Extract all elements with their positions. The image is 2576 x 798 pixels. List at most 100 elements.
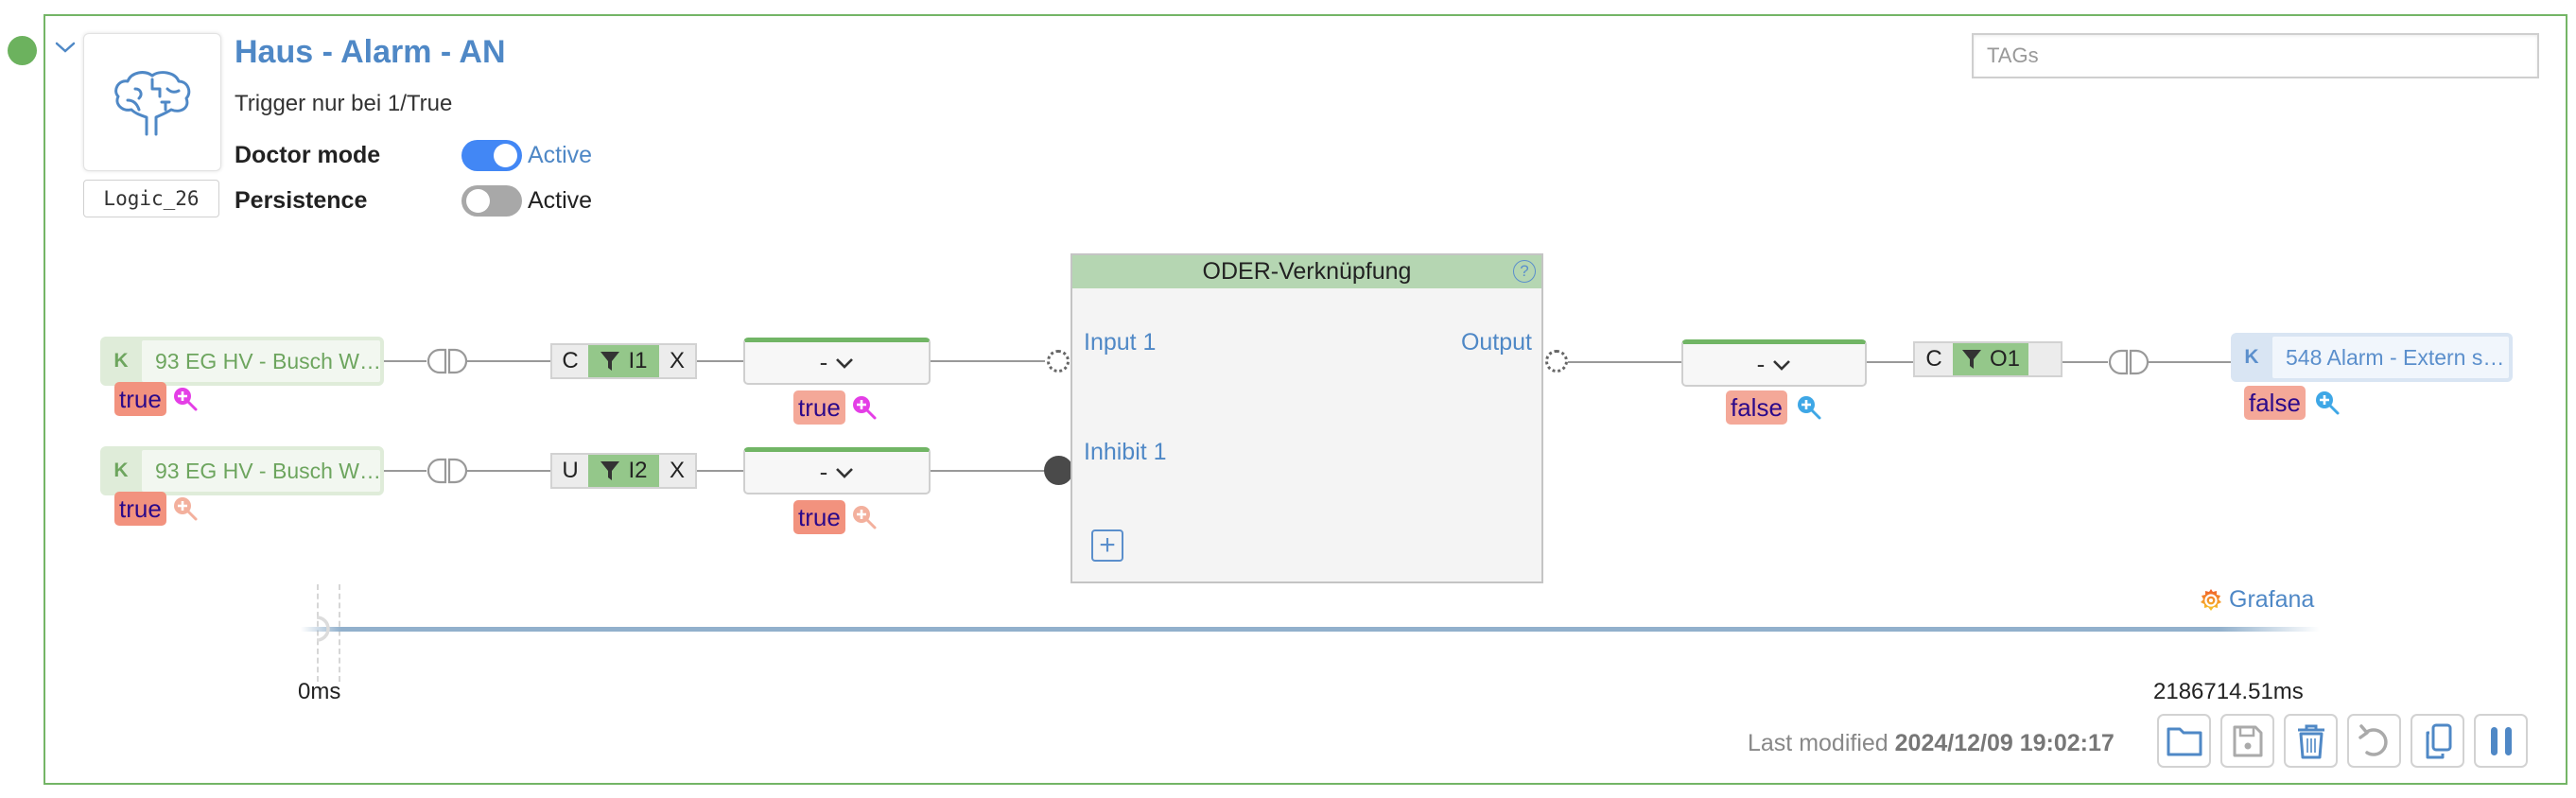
filter-icon: [600, 461, 620, 480]
timeline-track[interactable]: [301, 627, 2320, 632]
wire: [2063, 361, 2108, 363]
doctor-mode-state: Active: [528, 142, 593, 168]
status-indicator: [8, 36, 37, 65]
collapse-toggle[interactable]: [53, 38, 78, 57]
zoom-in-icon[interactable]: [2314, 390, 2341, 416]
output-transform-dropdown[interactable]: -: [1681, 339, 1867, 387]
remove-input-button[interactable]: X: [669, 458, 685, 483]
wire: [697, 470, 743, 472]
input-modifier-1: C I1 X: [550, 343, 697, 379]
persistence-toggle[interactable]: [461, 185, 522, 217]
remove-input-button[interactable]: X: [669, 348, 685, 373]
pause-button[interactable]: [2474, 714, 2528, 768]
empty-slot: [2028, 343, 2061, 375]
logic-title[interactable]: Haus - Alarm - AN: [235, 34, 506, 70]
wire: [931, 470, 1045, 472]
wire: [2149, 361, 2231, 363]
wire: [1866, 361, 1913, 363]
persistence-label: Persistence: [235, 187, 368, 214]
input-port-label: Input 1: [1084, 329, 1157, 356]
wire: [697, 360, 743, 362]
duplicate-button[interactable]: [2411, 714, 2464, 768]
timeline-start-label: 0ms: [298, 679, 341, 704]
filter-icon: [1961, 350, 1981, 369]
filter-label: O1: [1989, 346, 2020, 372]
input-value-badge: true: [114, 492, 166, 526]
filter-button[interactable]: O1: [1953, 343, 2028, 375]
delete-button[interactable]: [2284, 714, 2338, 768]
doctor-mode-toggle[interactable]: [461, 140, 522, 171]
wire: [384, 470, 426, 472]
modifier-button[interactable]: C: [1925, 346, 1942, 372]
node-kind-label: K: [113, 460, 129, 481]
modifier-button[interactable]: U: [562, 458, 579, 483]
output-transform-value-badge: false: [1726, 390, 1787, 425]
coupler-icon[interactable]: [2108, 349, 2150, 375]
transform-value: -: [819, 458, 828, 486]
node-name: 93 EG HV - Busch W…: [142, 450, 380, 492]
timeline-handle[interactable]: [307, 615, 336, 643]
undo-button[interactable]: [2347, 714, 2401, 768]
save-button[interactable]: [2220, 714, 2274, 768]
logic-card-frame: [44, 14, 2567, 785]
filter-icon: [600, 352, 620, 371]
tags-input[interactable]: [1972, 33, 2539, 78]
input-node-1[interactable]: K 93 EG HV - Busch W…: [100, 337, 384, 386]
last-modified: Last modified 2024/12/09 19:02:17: [1748, 730, 2115, 757]
undo-icon: [2358, 723, 2388, 756]
toggle-knob: [466, 189, 490, 213]
wire: [466, 470, 550, 472]
logic-icon-box[interactable]: [83, 33, 221, 171]
wire: [931, 360, 1045, 362]
open-button[interactable]: [2157, 714, 2211, 768]
wire: [466, 360, 550, 362]
transform-value-badge: true: [793, 390, 845, 425]
grafana-link[interactable]: Grafana: [2199, 586, 2314, 614]
output-port[interactable]: [1545, 350, 1568, 373]
filter-label: I2: [628, 458, 648, 483]
block-header: ODER-Verknüpfung ?: [1072, 255, 1541, 288]
output-value-badge: false: [2244, 386, 2306, 420]
chevron-down-icon: [836, 467, 854, 478]
node-kind-label: K: [113, 350, 129, 372]
transform-value: -: [1756, 350, 1766, 378]
filter-button[interactable]: I1: [588, 345, 659, 377]
wire: [1568, 361, 1681, 363]
input-modifier-2: U I2 X: [550, 453, 697, 489]
logic-id-label: Logic_26: [83, 180, 219, 217]
coupler-icon[interactable]: [426, 348, 468, 374]
block-title: ODER-Verknüpfung: [1202, 258, 1412, 285]
copy-icon: [2426, 723, 2451, 758]
chevron-down-icon: [836, 357, 854, 369]
zoom-in-icon[interactable]: [172, 386, 199, 412]
transform-dropdown[interactable]: -: [743, 447, 931, 494]
last-modified-value: 2024/12/09 19:02:17: [1894, 730, 2115, 756]
input-value-badge: true: [114, 382, 166, 416]
zoom-in-icon[interactable]: [851, 394, 878, 421]
persistence-state: Active: [528, 187, 593, 214]
help-icon[interactable]: ?: [1513, 260, 1536, 283]
doctor-mode-label: Doctor mode: [235, 142, 381, 168]
inhibit-port[interactable]: [1044, 456, 1073, 485]
input-port-1[interactable]: [1047, 350, 1070, 373]
filter-button[interactable]: I2: [588, 455, 659, 487]
modifier-button[interactable]: C: [562, 348, 579, 373]
grafana-label: Grafana: [2229, 586, 2315, 613]
zoom-in-icon[interactable]: [851, 504, 878, 530]
logic-block[interactable]: ODER-Verknüpfung ? Input 1 Inhibit 1 Out…: [1070, 253, 1543, 583]
timeline-marker: [317, 584, 319, 682]
pause-icon: [2490, 726, 2512, 755]
node-name: 548 Alarm - Extern s…: [2272, 337, 2509, 378]
timeline-marker: [339, 584, 340, 682]
transform-value: -: [819, 348, 828, 376]
add-input-button[interactable]: +: [1091, 529, 1123, 562]
logic-description: Trigger nur bei 1/True: [235, 91, 453, 116]
coupler-icon[interactable]: [426, 458, 468, 484]
zoom-in-icon[interactable]: [172, 495, 199, 522]
input-node-2[interactable]: K 93 EG HV - Busch W…: [100, 446, 384, 495]
output-node[interactable]: K 548 Alarm - Extern s…: [2231, 333, 2513, 382]
folder-icon: [2167, 727, 2202, 755]
transform-dropdown[interactable]: -: [743, 338, 931, 385]
zoom-in-icon[interactable]: [1796, 394, 1822, 421]
grafana-icon: [2201, 588, 2221, 611]
